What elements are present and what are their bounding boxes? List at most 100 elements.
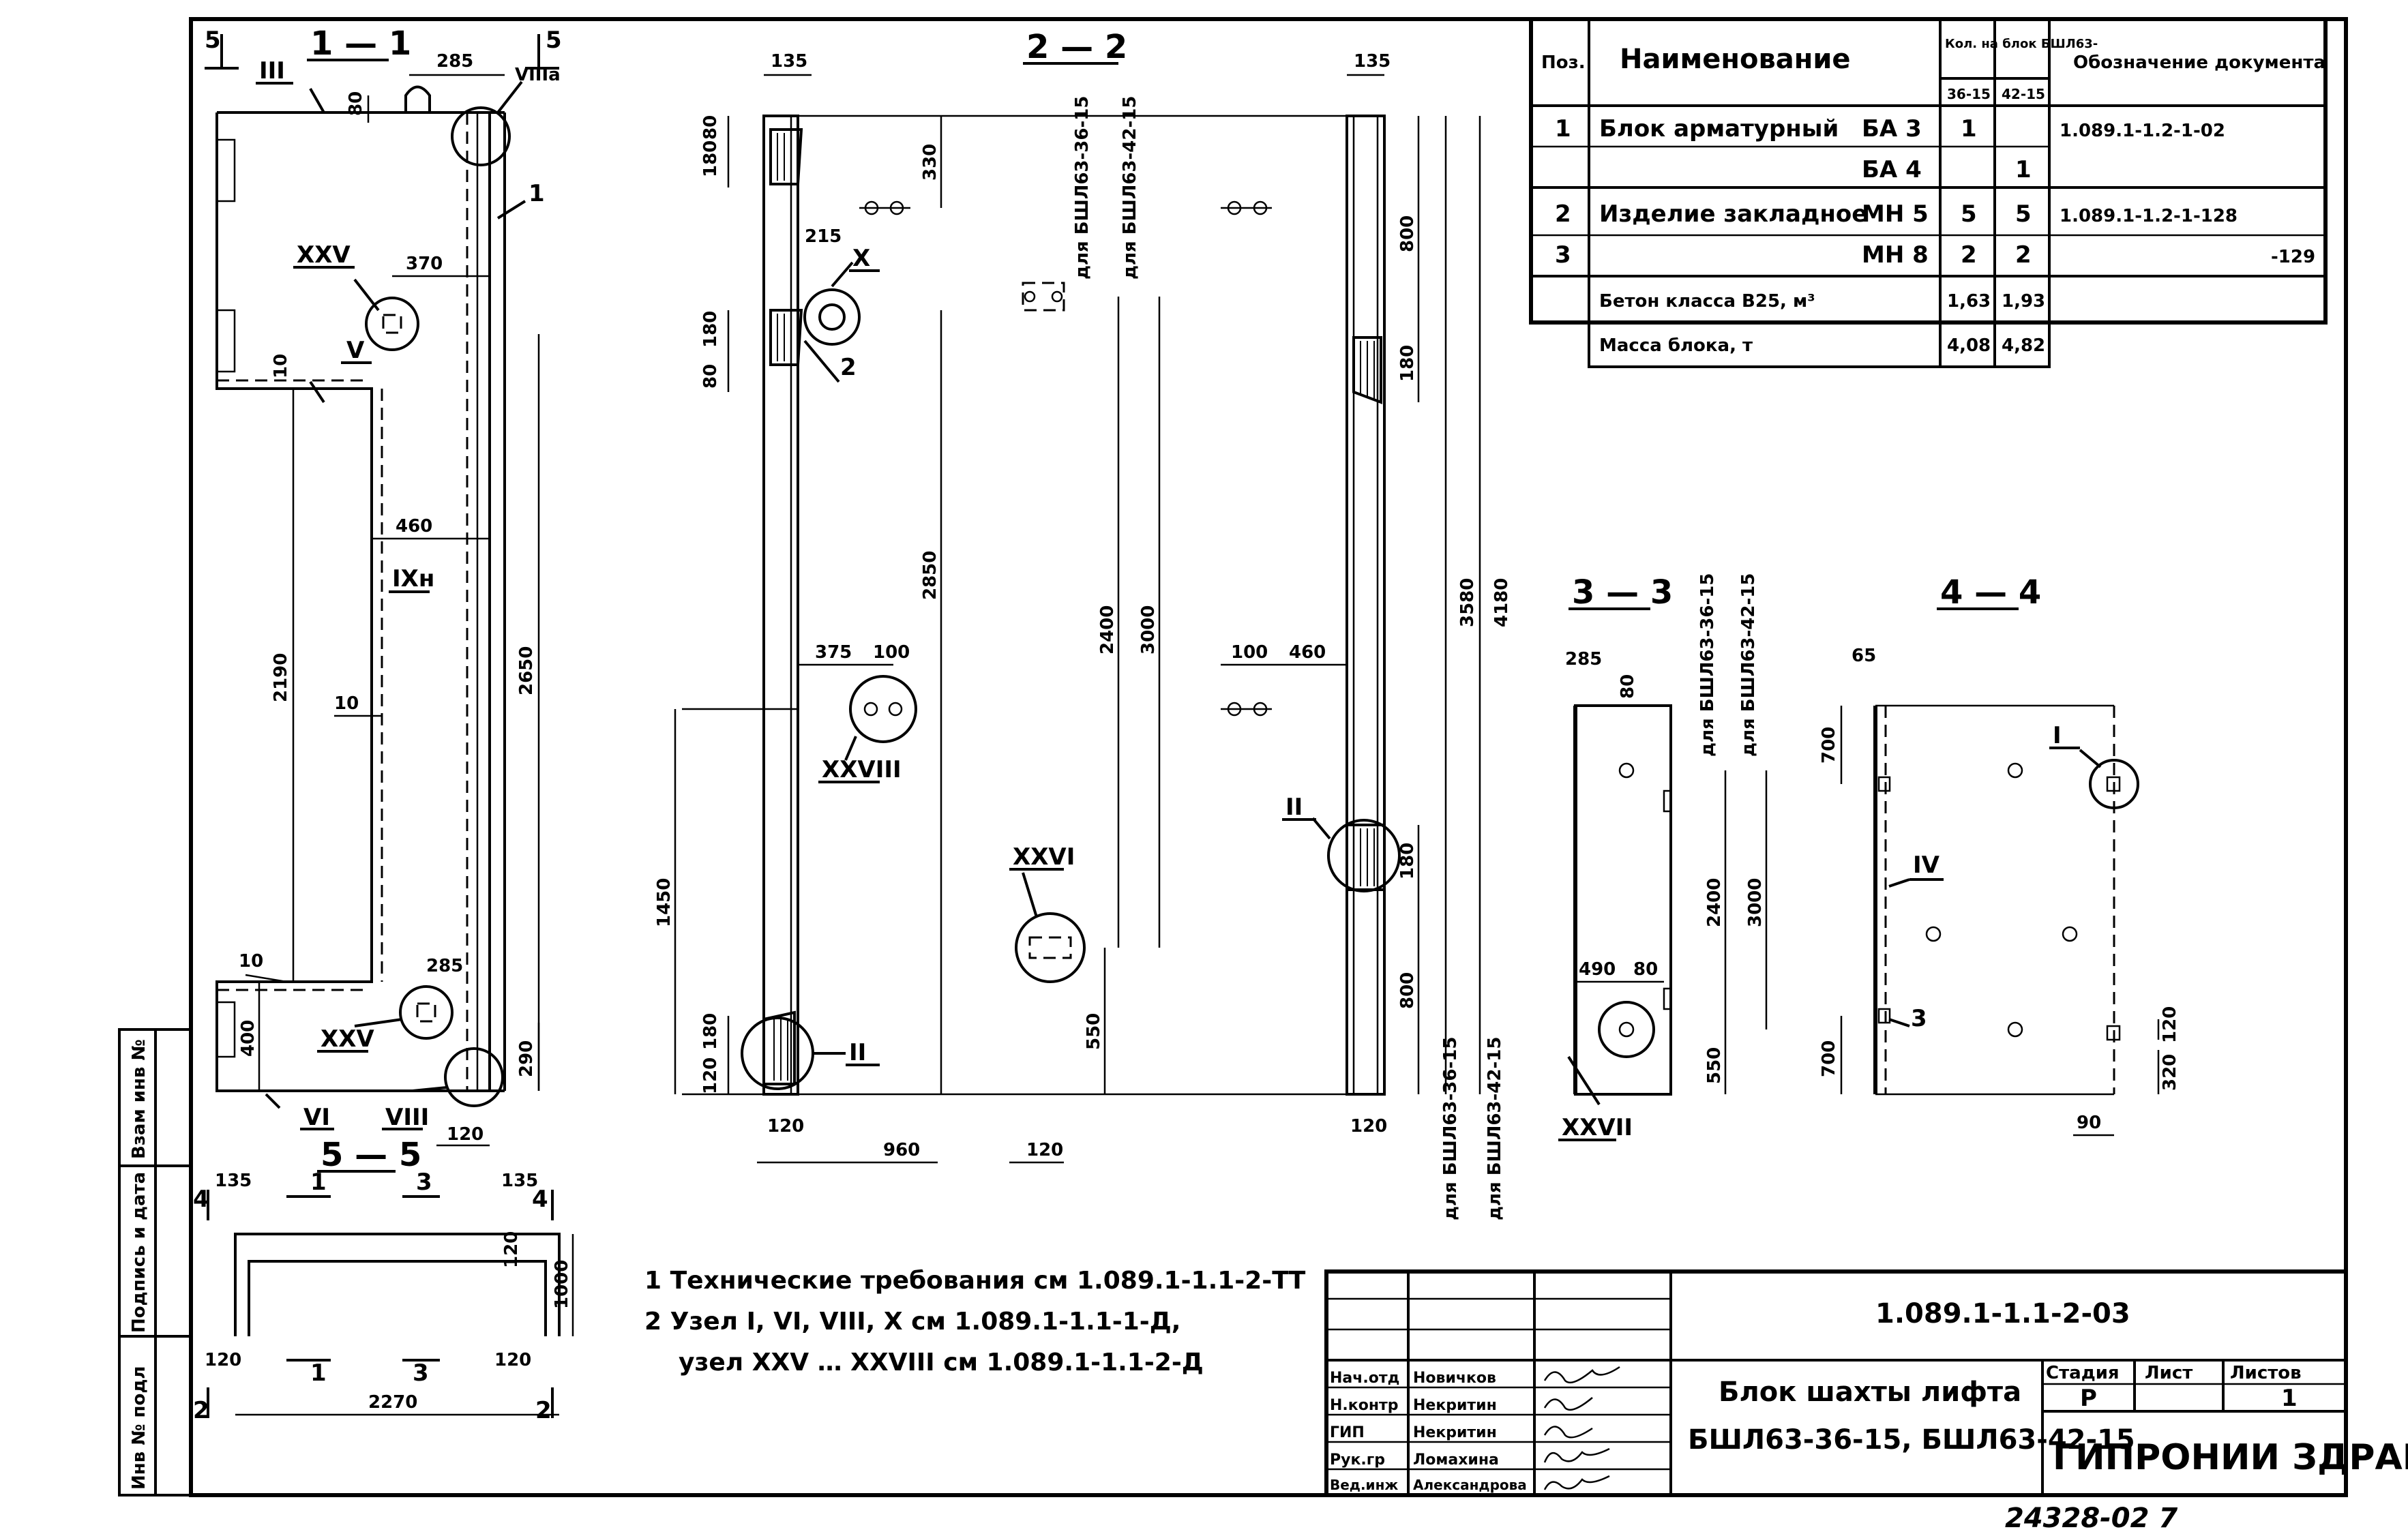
node-label-i: I — [2053, 722, 2062, 749]
dim-3-3-490: 490 — [1579, 959, 1616, 980]
dim-2-2-2850: 2850 — [920, 551, 940, 600]
node-label-xxviii: XXVIII — [822, 756, 902, 783]
dim-2-2-3580: 3580 — [1457, 578, 1478, 627]
node-circle-xxv-top — [365, 297, 419, 351]
cut-mark-4a: 4 — [193, 1186, 209, 1213]
side-stamp-label-2: Подпись и дата — [129, 1172, 149, 1333]
sheet-frame — [189, 17, 2348, 1497]
dim-2-2-135a: 135 — [771, 51, 807, 72]
dim-2-2-180: 180 — [700, 140, 721, 177]
people-role-3: ГИП — [1330, 1424, 1365, 1441]
spec-row4-mark: МН 8 — [1862, 241, 1929, 269]
dim-4-4-320: 320 — [2160, 1054, 2180, 1091]
section-2-2-right-slab — [1346, 115, 1386, 1096]
signature-5 — [1543, 1475, 1610, 1490]
dim-3-3-3000: 3000 — [1745, 878, 1766, 927]
dim-1-1-120: 120 — [447, 1124, 484, 1145]
position-label-3: 3 — [1911, 1005, 1927, 1032]
spec-row5-qb: 1,93 — [2002, 291, 2045, 312]
title-sheet-header: Лист — [2145, 1363, 2193, 1383]
spec-header-doc: Обозначение документа — [2073, 52, 2325, 73]
cut-mark-5b: 5 — [546, 27, 562, 54]
dim-3-3-80b: 80 — [1633, 959, 1658, 980]
node-label-viiia: VIIIа — [515, 65, 561, 85]
spec-row4-pos: 3 — [1555, 241, 1571, 269]
spec-row2-qb: 1 — [2015, 156, 2032, 183]
dim-1-1-10a: 10 — [271, 354, 291, 378]
people-name-2: Некритин — [1413, 1397, 1497, 1414]
title-sheets-header: Листов — [2230, 1363, 2302, 1383]
dim-1-1-290: 290 — [516, 1040, 537, 1077]
node-label-iv: IV — [1913, 852, 1940, 879]
cut-mark-2a: 2 — [193, 1397, 209, 1424]
spec-row6-qb: 4,82 — [2002, 335, 2045, 356]
dim-2-2-label-36b: для БШЛ63-36-15 — [1440, 1037, 1461, 1220]
dim-5-5-135b: 135 — [501, 1171, 538, 1191]
node-label-vi: VI — [303, 1104, 330, 1131]
spec-row6-name: Масса блока, т — [1599, 335, 1753, 356]
dim-2-2-330: 330 — [920, 144, 940, 181]
spec-row2-mark: БА 4 — [1862, 156, 1922, 183]
position-label-1: 1 — [529, 180, 545, 207]
dim-2-2-2400: 2400 — [1097, 605, 1118, 655]
dim-2-2-80b: 80 — [700, 364, 721, 389]
cut-mark-4b: 4 — [532, 1186, 548, 1213]
dim-2-2-120b: 120 — [767, 1116, 804, 1137]
spec-row4-qb: 2 — [2015, 241, 2032, 269]
dim-4-4-65: 65 — [1852, 646, 1876, 666]
dim-2-2-100: 100 — [873, 642, 910, 663]
dim-1-1-2650: 2650 — [516, 646, 537, 695]
dim-2-2-label-42b: для БШЛ63-42-15 — [1485, 1037, 1505, 1220]
dim-1-1-400: 400 — [238, 1020, 258, 1057]
dim-3-3-80a: 80 — [1618, 674, 1638, 699]
spec-header-pos: Поз. — [1541, 52, 1586, 73]
dim-2-2-120c: 120 — [1026, 1140, 1063, 1160]
people-name-5: Александрова — [1413, 1477, 1527, 1493]
dim-2-2-550: 550 — [1084, 1013, 1104, 1050]
node-label-ii-left: II — [849, 1039, 866, 1066]
spec-header-qty-b: 42-15 — [2002, 86, 2045, 102]
people-role-4: Рук.гр — [1330, 1452, 1385, 1469]
dim-5-5-120a: 120 — [501, 1231, 522, 1268]
section-5-5: 5 — 5 4 4 1 3 1 3 2 2 135 135 120 1000 1… — [193, 1136, 574, 1424]
dim-2-2-180b: 180 — [700, 311, 721, 348]
dim-2-2-180d: 180 — [1397, 345, 1418, 382]
dim-2-2-215: 215 — [805, 226, 842, 247]
dim-5-5-2270: 2270 — [368, 1392, 417, 1413]
dim-2-2-3000: 3000 — [1138, 605, 1159, 655]
dim-4-4-120: 120 — [2160, 1006, 2180, 1043]
dim-4-4-700a: 700 — [1819, 727, 1839, 764]
dim-2-2-180e: 180 — [1397, 843, 1418, 879]
spec-row6-qa: 4,08 — [1947, 335, 1991, 356]
dim-2-2-4180: 4180 — [1491, 578, 1512, 627]
dim-4-4-90: 90 — [2077, 1113, 2101, 1133]
dim-2-2-800a: 800 — [1397, 215, 1418, 252]
dim-1-1-460: 460 — [396, 516, 432, 537]
spec-row3-qa: 5 — [1961, 200, 1977, 228]
spec-row1-qa: 1 — [1961, 115, 1977, 142]
dim-3-3-label-36: для БШЛ63-36-15 — [1697, 573, 1718, 757]
title-organization: ГИПРОНИИ ЗДРАВ — [2053, 1437, 2408, 1478]
dim-2-2-120a: 120 — [700, 1057, 721, 1094]
node-label-ixn: IXн — [392, 565, 434, 592]
dim-2-2-460: 460 — [1289, 642, 1326, 663]
node-label-viii: VIII — [385, 1104, 429, 1131]
title-stage-header: Стадия — [2046, 1363, 2120, 1383]
node-label-iii: III — [259, 57, 285, 85]
spec-row3-mark: МН 5 — [1862, 200, 1929, 228]
spec-row3-qb: 5 — [2015, 200, 2032, 228]
node-circle-xxvi — [1015, 912, 1086, 983]
signature-1 — [1543, 1366, 1620, 1384]
cut-mark-3a: 3 — [416, 1169, 432, 1196]
node-label-v: V — [346, 337, 365, 364]
section-3-3-title: 3 — 3 — [1572, 573, 1673, 612]
dim-2-2-80: 80 — [700, 115, 721, 140]
notes: 1 Технические требования см 1.089.1-1.1-… — [644, 1267, 1306, 1377]
title-stage: Р — [2080, 1385, 2097, 1412]
title-name-line2: БШЛ63-36-15, БШЛ63-42-15 — [1688, 1424, 2135, 1456]
spec-row3-doc: 1.089.1-1.2-1-128 — [2060, 206, 2238, 226]
dim-2-2-960: 960 — [883, 1140, 920, 1160]
people-name-3: Некритин — [1413, 1424, 1497, 1441]
dim-2-2-180c: 180 — [700, 1013, 721, 1050]
dim-2-2-120d: 120 — [1350, 1116, 1387, 1137]
